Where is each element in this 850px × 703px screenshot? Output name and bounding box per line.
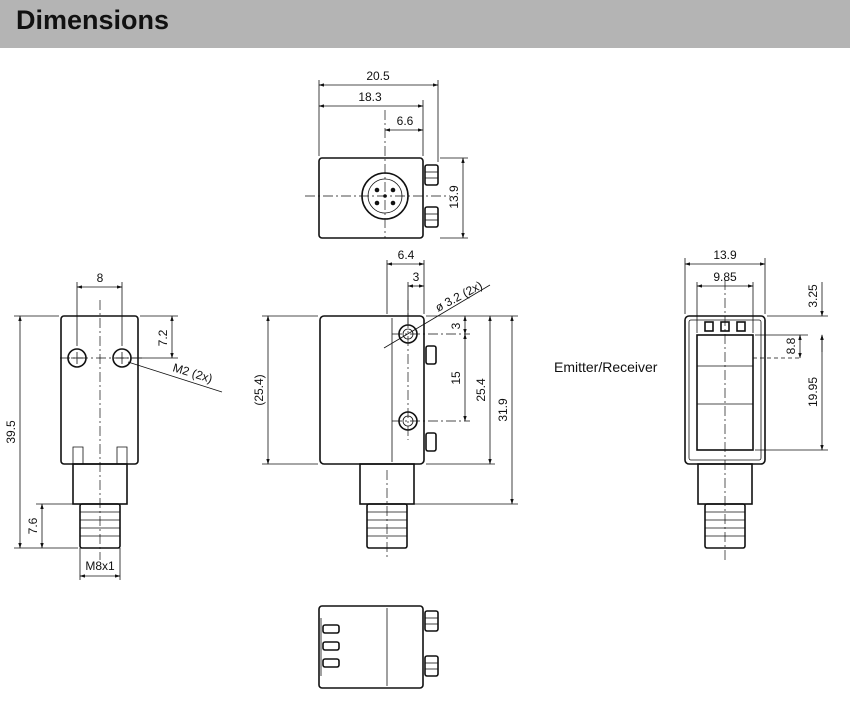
- dim-right-window-top: 8.8: [784, 337, 798, 354]
- dim-left-height: 39.5: [4, 420, 18, 444]
- bottom-view: [318, 605, 439, 689]
- dim-left-width: 8: [97, 271, 104, 285]
- dim-right-top: 3.25: [806, 284, 820, 308]
- dim-top-height: 13.9: [447, 185, 461, 209]
- right-side-view: 13.9 9.85 3.25 8.8 19.95 Emitter/Receive…: [554, 248, 828, 560]
- dim-top-connector: 6.6: [397, 114, 414, 128]
- dim-left-hole-offset: 7.2: [156, 329, 170, 346]
- label-thread-m8x1: M8x1: [85, 559, 115, 573]
- dim-front-body-height: 25.4: [474, 378, 488, 402]
- label-emitter-receiver: Emitter/Receiver: [554, 359, 658, 375]
- dim-front-hole-spacing: 15: [449, 371, 463, 385]
- bottom-view-body: [318, 605, 424, 689]
- section-title: Dimensions: [16, 5, 170, 35]
- dim-top-width-inner: 18.3: [358, 90, 382, 104]
- dim-left-connector-length: 7.6: [26, 517, 40, 534]
- dim-front-hole-y: 3: [449, 322, 463, 329]
- dim-top-width-total: 20.5: [366, 69, 390, 83]
- dim-front-top-offset: 6.4: [398, 248, 415, 262]
- front-view-body: [319, 315, 425, 465]
- top-view: 20.5 18.3 6.6 13.9: [305, 69, 468, 239]
- left-side-view: 8 7.2 M2 (2x) 39.5 7.6 M8x1: [4, 271, 223, 580]
- label-screw-m2: M2 (2x): [171, 360, 214, 385]
- front-view: 6.4 3 ø 3.2 (2x) 3 15 25.4 31.9 (25.4): [252, 248, 518, 560]
- dim-front-hole-x: 3: [413, 270, 420, 284]
- section-header: Dimensions: [0, 0, 850, 48]
- label-hole-diameter: ø 3.2 (2x): [433, 278, 485, 314]
- top-view-screw-1: [424, 164, 439, 186]
- dim-right-width: 13.9: [713, 248, 737, 262]
- dim-front-total-height: 31.9: [496, 398, 510, 422]
- dim-right-window-height: 19.95: [806, 377, 820, 407]
- top-view-screw-2: [424, 206, 439, 228]
- dim-right-window-width: 9.85: [713, 270, 737, 284]
- dim-front-body-height-ref: (25.4): [252, 374, 266, 405]
- left-view-body: [60, 315, 139, 465]
